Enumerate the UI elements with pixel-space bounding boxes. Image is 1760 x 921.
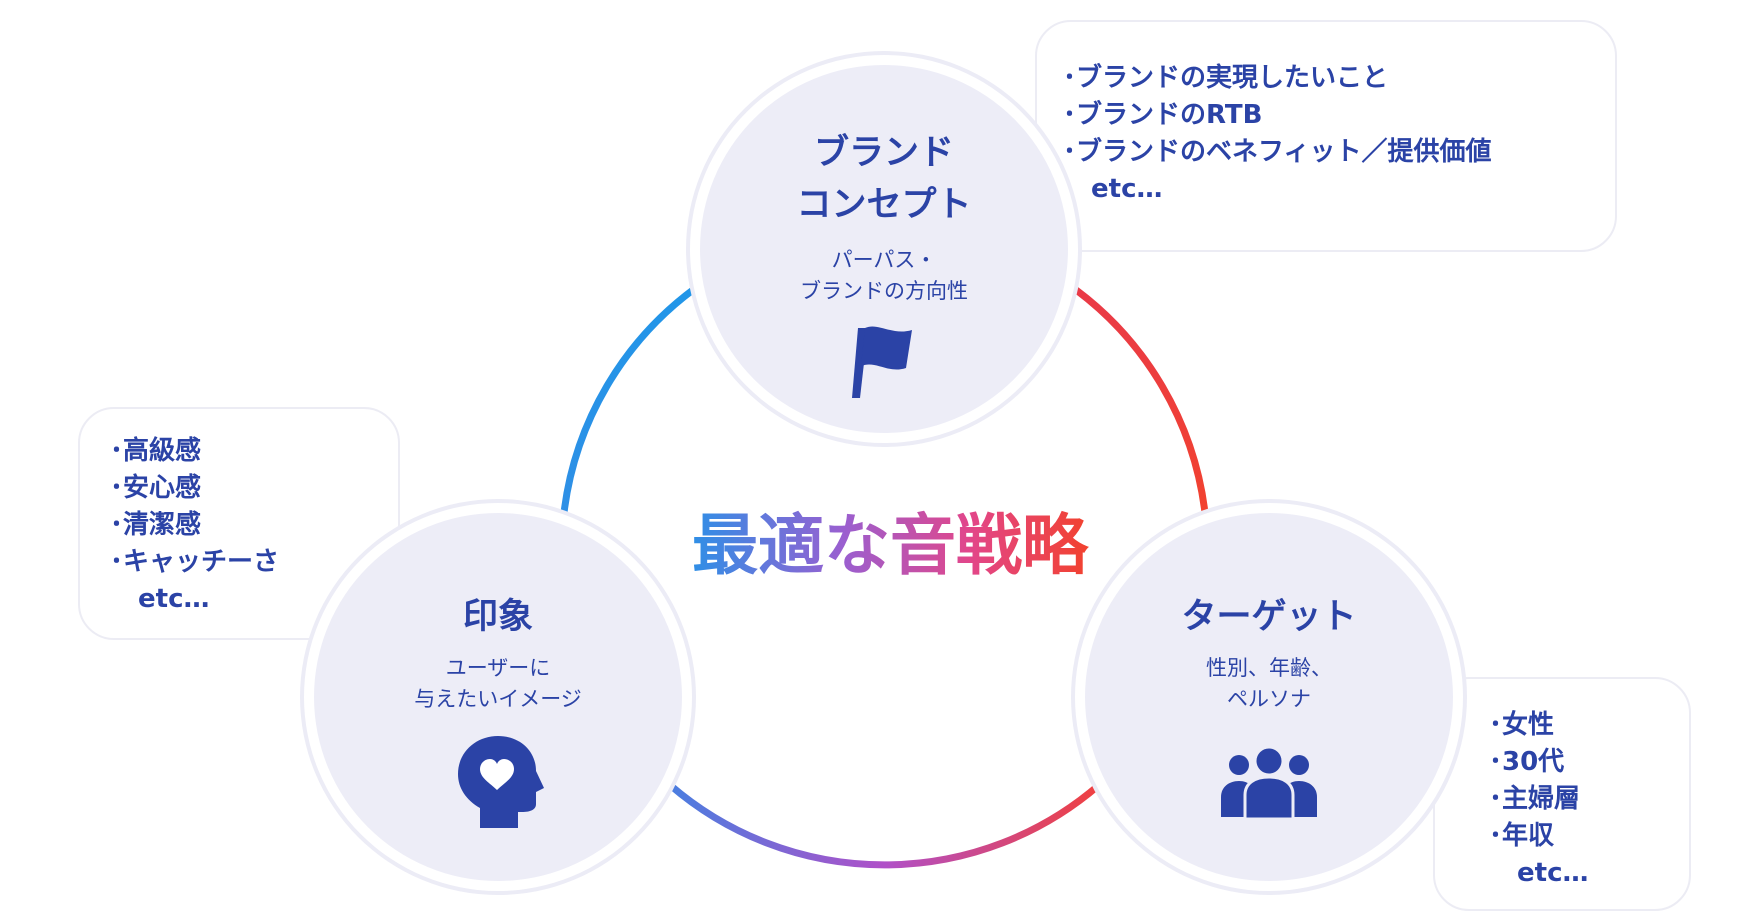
brand-concept-title-line2: コンセプト — [796, 185, 972, 225]
impression-subtitle-line2: 与えたいイメージ — [414, 687, 582, 711]
brand-concept-node: ブランド コンセプト パーパス・ ブランドの方向性 — [700, 65, 1068, 433]
target-node: ターゲット 性別、年齢、 ペルソナ — [1085, 513, 1453, 881]
impression-title: 印象 — [462, 597, 533, 637]
impression-detail-etc: etc… — [138, 584, 210, 614]
impression-subtitle: ユーザーに — [445, 656, 551, 680]
target-details-box: ･女性 ･30代 ･主婦層 ･年収 etc… — [1433, 677, 1691, 911]
brand-detail-etc: etc… — [1091, 174, 1163, 204]
target-detail-item: ･30代 — [1489, 747, 1565, 777]
brand-concept-subtitle-line2: ブランドの方向性 — [800, 279, 968, 303]
target-detail-etc: etc… — [1517, 858, 1589, 888]
impression-detail-item: ･高級感 — [110, 436, 202, 466]
impression-detail-item: ･安心感 — [110, 473, 202, 503]
svg-text:最適な音戦略: 最適な音戦略 — [692, 507, 1089, 584]
impression-detail-item: ･清潔感 — [110, 510, 202, 540]
target-title: ターゲット — [1181, 597, 1357, 637]
target-detail-item: ･年収 — [1489, 821, 1555, 851]
head-heart-icon — [458, 736, 544, 828]
target-detail-item: ･女性 — [1489, 710, 1555, 740]
flag-icon — [852, 326, 912, 398]
impression-details-box: ･高級感 ･安心感 ･清潔感 ･キャッチーさ etc… — [78, 407, 400, 640]
brand-detail-item: ･ブランドのRTB — [1063, 100, 1263, 130]
center-title: 最適な音戦略 — [640, 500, 1140, 613]
people-group-icon — [1221, 745, 1317, 819]
impression-node: 印象 ユーザーに 与えたいイメージ — [314, 513, 682, 881]
arc-left — [559, 279, 706, 523]
target-subtitle: 性別、年齢、 — [1206, 656, 1332, 680]
target-subtitle-line2: ペルソナ — [1227, 687, 1311, 711]
brand-detail-item: ･ブランドの実現したいこと — [1063, 63, 1389, 93]
brand-details-box: ･ブランドの実現したいこと ･ブランドのRTB ･ブランドのベネフィット／提供価… — [1035, 20, 1617, 252]
target-detail-item: ･主婦層 — [1489, 784, 1581, 814]
center-title-text: 最適な音戦略 — [692, 507, 1089, 584]
impression-detail-item: ･キャッチーさ — [110, 547, 280, 577]
brand-concept-title: ブランド — [813, 133, 954, 173]
arc-bottom — [667, 782, 1102, 869]
brand-concept-subtitle: パーパス・ — [831, 248, 937, 272]
arc-right — [1063, 279, 1210, 523]
brand-detail-item: ･ブランドのベネフィット／提供価値 — [1063, 137, 1492, 167]
